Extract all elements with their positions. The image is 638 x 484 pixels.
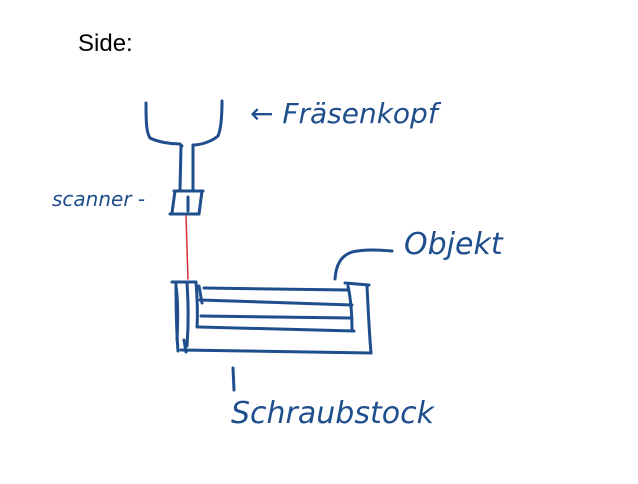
object-pointer [333,248,394,281]
milling-head [144,99,224,192]
milling-head-label: ← Fräsenkopf [250,97,442,130]
laser-beam [185,215,189,280]
vise-pointer [231,366,236,392]
object-label: Objekt [404,227,504,262]
scanner-label: scanner - [52,187,145,211]
vise-label: Schraubstock [231,396,436,431]
scanner-block [168,189,205,216]
vise [170,280,373,355]
page-title: Side: [78,30,133,57]
